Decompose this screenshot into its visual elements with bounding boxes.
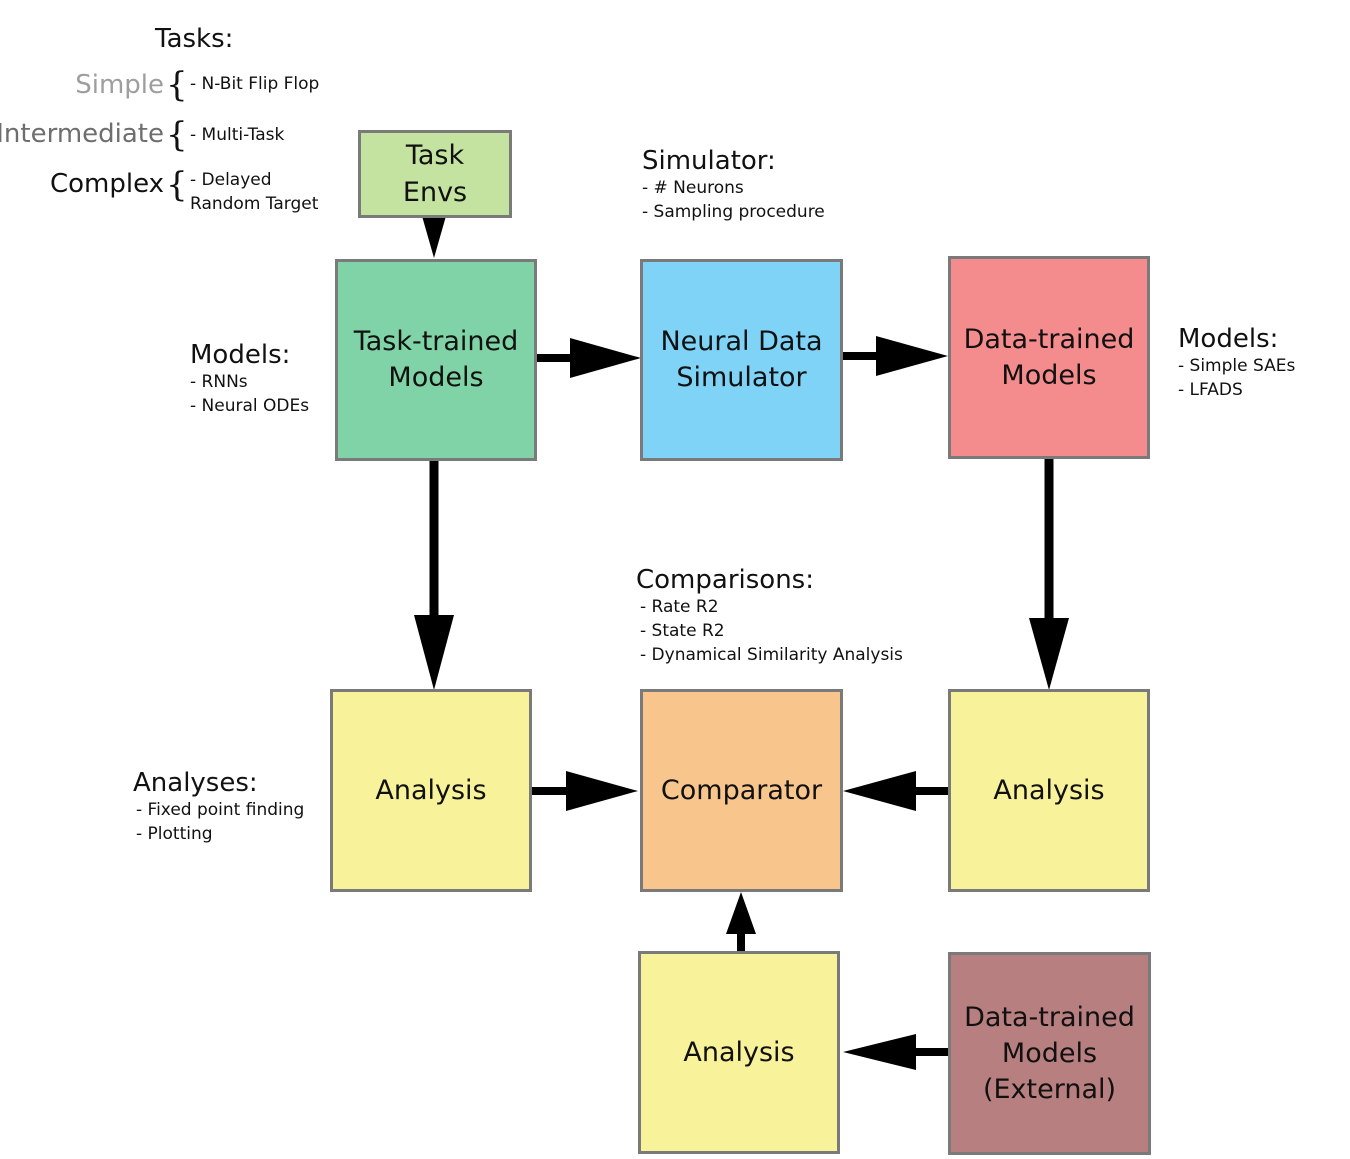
analysis-bottom-box: Analysis	[638, 951, 840, 1154]
simulator-item: - Sampling procedure	[642, 202, 825, 222]
analysis-left-box: Analysis	[330, 689, 532, 892]
tier-simple-item: - N-Bit Flip Flop	[190, 74, 320, 94]
models-left-list: - RNNs - Neural ODEs	[190, 370, 309, 418]
tier-simple-brace: {	[166, 65, 188, 105]
arrow-analysis-left-to-comparator	[531, 771, 638, 811]
arrow-datatrained-to-analysis	[1029, 458, 1069, 690]
comparisons-item: - Rate R2	[640, 597, 719, 617]
tier-simple-label: Simple	[75, 70, 164, 100]
tier-intermediate-label: Intermediate	[0, 119, 164, 149]
analyses-heading: Analyses:	[133, 768, 258, 798]
arrow-taskenvs-to-tasktrained	[422, 216, 446, 258]
models-right-item: - LFADS	[1178, 380, 1243, 400]
models-right-heading: Models:	[1178, 324, 1279, 354]
comparisons-list: - Rate R2 - State R2 - Dynamical Similar…	[640, 595, 903, 667]
models-left-heading: Models:	[190, 340, 291, 370]
models-right-list: - Simple SAEs - LFADS	[1178, 354, 1295, 402]
tier-intermediate-item: - Multi-Task	[190, 125, 285, 145]
simulator-list: - # Neurons - Sampling procedure	[642, 176, 825, 224]
models-left-item: - Neural ODEs	[190, 396, 310, 416]
arrow-analysis-right-to-comparator	[843, 771, 949, 811]
comparisons-item: - Dynamical Similarity Analysis	[640, 645, 903, 665]
arrow-analysis-bottom-to-comparator	[726, 892, 756, 952]
simulator-item: - # Neurons	[642, 178, 744, 198]
tier-complex-label: Complex	[49, 169, 164, 199]
arrow-group	[414, 216, 1069, 1070]
arrow-tasktrained-to-simulator	[537, 338, 641, 378]
tier-complex-brace: {	[166, 165, 188, 205]
task-envs-box: Task Envs	[358, 130, 512, 218]
arrow-simulator-to-datatrained	[842, 336, 948, 376]
task-trained-models-box: Task-trained Models	[335, 259, 537, 461]
tier-intermediate-brace: {	[166, 115, 188, 155]
models-right-item: - Simple SAEs	[1178, 356, 1296, 376]
comparator-box: Comparator	[640, 689, 843, 892]
models-left-item: - RNNs	[190, 372, 248, 392]
analyses-list: - Fixed point finding - Plotting	[136, 798, 304, 846]
comparisons-item: - State R2	[640, 621, 725, 641]
tasks-heading: Tasks:	[155, 24, 234, 54]
neural-data-simulator-box: Neural Data Simulator	[640, 259, 843, 461]
arrow-external-to-analysis	[843, 1034, 948, 1070]
comparisons-heading: Comparisons:	[636, 565, 814, 595]
tier-complex-item: - Delayed Random Target	[190, 170, 319, 214]
analyses-item: - Plotting	[136, 824, 213, 844]
data-trained-models-external-box: Data-trained Models (External)	[948, 952, 1151, 1155]
analyses-item: - Fixed point finding	[136, 800, 305, 820]
arrow-tasktrained-to-analysis	[414, 459, 454, 690]
data-trained-models-box: Data-trained Models	[948, 256, 1150, 459]
analysis-right-box: Analysis	[948, 689, 1150, 892]
simulator-heading: Simulator:	[642, 146, 776, 176]
